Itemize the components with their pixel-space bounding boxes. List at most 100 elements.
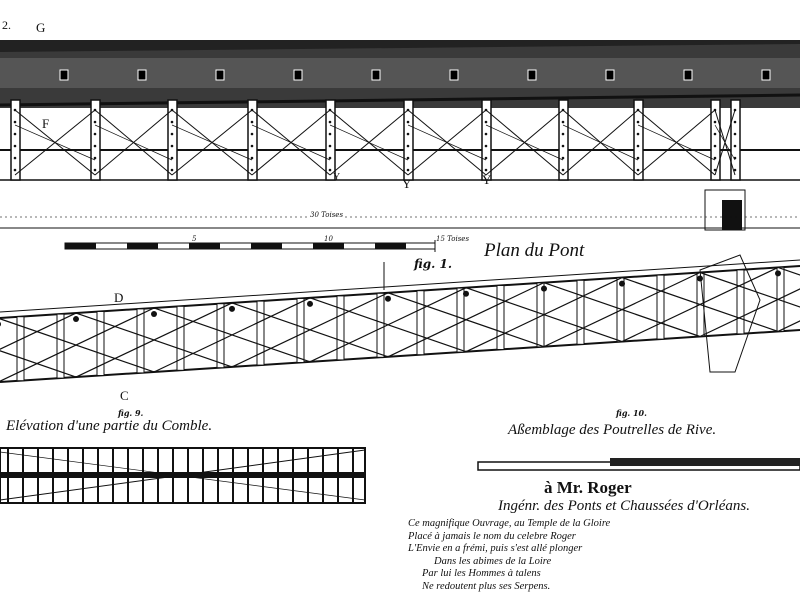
pier-shadow xyxy=(722,200,742,230)
bolt xyxy=(328,168,332,172)
bolt xyxy=(250,156,254,160)
bolt xyxy=(561,156,565,160)
fig1-title: Plan du Pont xyxy=(484,240,585,261)
truss-post xyxy=(710,99,721,181)
bridge-deck-edge xyxy=(0,93,800,107)
bolt xyxy=(561,132,565,136)
bridge-beam-end xyxy=(605,69,615,81)
scale-tick: 5 xyxy=(192,235,197,243)
plan-node xyxy=(619,280,625,287)
plan-brace xyxy=(699,288,800,338)
plan-node xyxy=(307,300,313,307)
bridge-beam-end xyxy=(215,69,225,81)
plan-node xyxy=(385,295,391,302)
plan-joist xyxy=(416,290,425,356)
poem-line: Par lui les Hommes à talens xyxy=(422,568,541,579)
bolt xyxy=(250,144,254,148)
dedication-title: Ingénr. des Ponts et Chaussées d'Orléans… xyxy=(498,498,750,514)
plan-brace xyxy=(387,282,545,358)
plan-joist xyxy=(576,279,585,345)
bolt xyxy=(328,132,332,136)
bolt xyxy=(713,132,717,136)
label-d: D xyxy=(114,290,124,305)
plan-node xyxy=(0,321,1,327)
label-c: C xyxy=(120,388,129,403)
label-y: Y xyxy=(333,172,341,183)
plan-brace xyxy=(543,271,701,348)
truss-post xyxy=(403,99,414,181)
scale-segment xyxy=(313,243,344,249)
bolt xyxy=(484,132,488,136)
plan-joist xyxy=(656,274,665,340)
bolt xyxy=(93,156,97,160)
bolt xyxy=(713,144,717,148)
engraving-line xyxy=(714,124,736,161)
poem-line: Dans les abimes de la Loire xyxy=(434,555,552,567)
plan-joist xyxy=(56,313,65,379)
bolt xyxy=(328,144,332,148)
bridge-beam-end xyxy=(137,69,147,81)
engraving-line xyxy=(329,124,409,161)
engraving-line xyxy=(171,124,253,161)
label-f: F xyxy=(42,116,50,131)
bolt xyxy=(484,120,488,124)
bolt xyxy=(170,156,174,160)
fig10-caption: fig. 10. xyxy=(616,408,647,418)
scale-segment xyxy=(127,243,158,249)
bolt xyxy=(733,132,737,136)
plan-joist xyxy=(136,308,145,374)
fig1-caption: fig. 1. xyxy=(414,257,452,271)
plan-brace xyxy=(621,266,779,343)
label-g: G xyxy=(36,20,46,35)
engraving-line xyxy=(562,124,639,161)
label-y: Y xyxy=(482,172,492,187)
plan-brace xyxy=(465,277,623,353)
truss-post xyxy=(481,99,492,181)
bolt xyxy=(406,144,410,148)
plan-joist xyxy=(96,311,105,376)
engraving-line xyxy=(14,124,96,161)
bolt xyxy=(93,144,97,148)
plan-brace xyxy=(231,292,389,368)
bolt xyxy=(561,144,565,148)
fig9-brace xyxy=(0,449,366,501)
bolt xyxy=(636,168,640,172)
bolt xyxy=(170,120,174,124)
plan-joist xyxy=(216,303,225,369)
bolt xyxy=(484,144,488,148)
bolt xyxy=(250,120,254,124)
fig10-beam-upper xyxy=(610,458,800,466)
bolt xyxy=(636,144,640,148)
dedication-recipient: à Mr. Roger xyxy=(544,478,632,497)
plan-top-edge xyxy=(0,265,800,319)
plan-brace xyxy=(309,287,467,363)
plan-brace xyxy=(0,312,77,350)
bolt xyxy=(561,120,565,124)
truss-post xyxy=(730,99,741,181)
bolt xyxy=(170,144,174,148)
scale-segment xyxy=(375,243,406,249)
truss-post xyxy=(325,99,336,181)
poem-line: L'Envie en a frémi, puis s'est allé plon… xyxy=(408,543,583,554)
bolt xyxy=(93,132,97,136)
engraving-line xyxy=(94,124,173,161)
fig9-brace xyxy=(0,451,366,501)
plan-joist xyxy=(296,298,305,363)
plan-pier xyxy=(699,254,761,373)
bolt xyxy=(636,156,640,160)
dedication-poem: Ce magnifique Ouvrage, au Temple de la G… xyxy=(408,518,610,593)
bridge-beam-end xyxy=(293,69,303,81)
bolt xyxy=(93,168,97,172)
bolt xyxy=(13,168,17,172)
fig9-caption: fig. 9. xyxy=(118,408,144,418)
plan-rail xyxy=(0,259,800,313)
bridge-beam-end xyxy=(371,69,381,81)
plan-joist xyxy=(496,285,505,350)
plan-joist xyxy=(176,305,185,371)
poem-line: Ne redoutent plus ses Serpens. xyxy=(422,580,551,592)
plan-brace xyxy=(0,307,155,382)
bridge-beam-end xyxy=(59,69,69,81)
plan-brace xyxy=(75,302,233,378)
plan-bottom-edge xyxy=(0,329,800,383)
